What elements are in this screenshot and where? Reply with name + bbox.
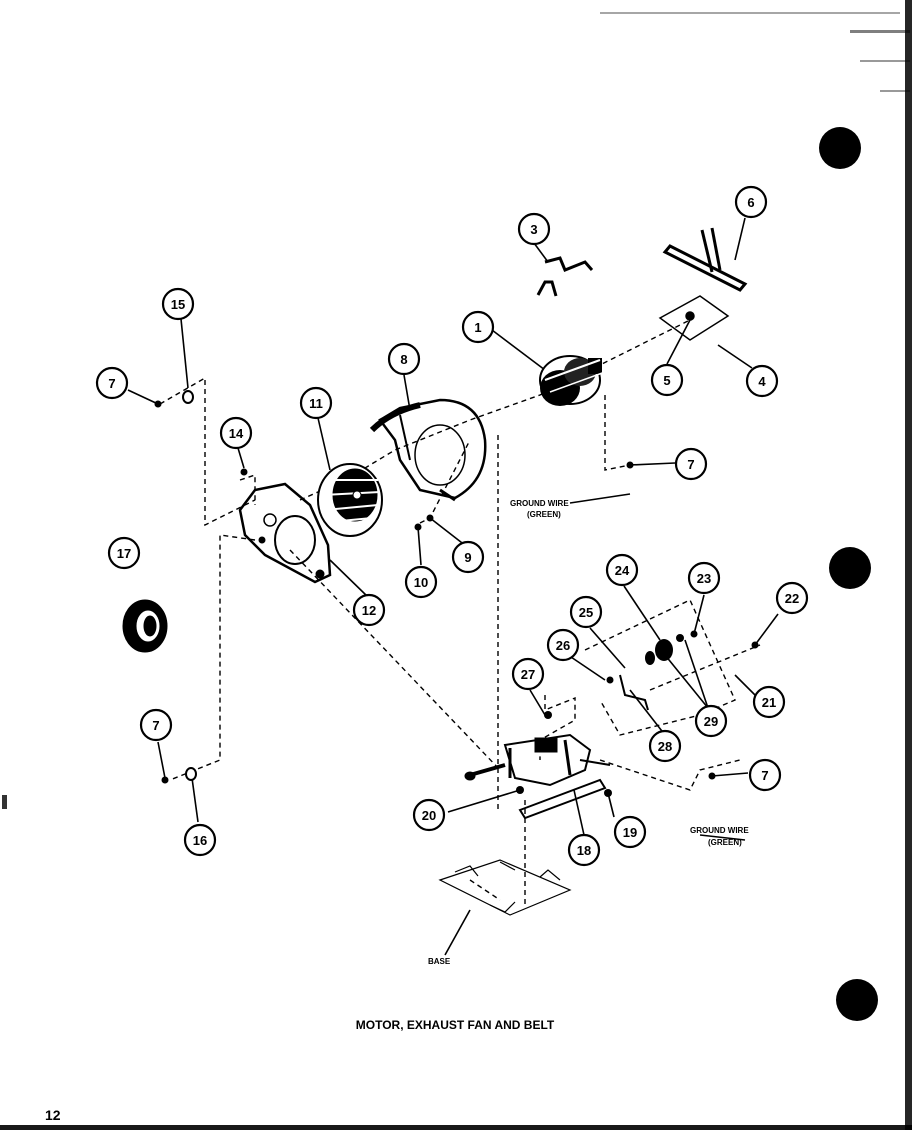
callout-label-7c: 7 (761, 768, 768, 783)
callout-18 (567, 833, 601, 867)
callout-23 (687, 561, 721, 595)
callout-7c (748, 758, 782, 792)
callout-label-10: 10 (414, 575, 428, 590)
callout-label-23: 23 (697, 571, 711, 586)
part-11-fan (317, 463, 383, 537)
binder-hole-top (819, 127, 861, 169)
part-4-bracket (658, 295, 730, 341)
leader-lines (127, 217, 779, 956)
callout-26 (546, 628, 580, 662)
callout-label-16: 16 (193, 833, 207, 848)
callout-label-20: 20 (422, 808, 436, 823)
callout-19 (613, 815, 647, 849)
ground-wire-lower-line1: GROUND WIRE (690, 826, 749, 835)
ground-wire-label-lower: GROUND WIRE (GREEN) (690, 826, 749, 847)
callout-label-29: 29 (704, 714, 718, 729)
callout-label-21: 21 (762, 695, 776, 710)
part-24-pulley (645, 639, 673, 665)
callouts (95, 185, 809, 867)
callout-labels: 1 3 6 15 7 5 4 8 11 14 7 9 10 17 12 24 2… (108, 195, 799, 858)
callout-label-25: 25 (579, 605, 593, 620)
page-number: 12 (45, 1107, 61, 1123)
callout-label-26: 26 (556, 638, 570, 653)
callout-15 (161, 287, 195, 321)
callout-28 (648, 729, 682, 763)
callout-label-24: 24 (615, 563, 630, 578)
callout-25 (569, 595, 603, 629)
callout-21 (752, 685, 786, 719)
callout-label-8: 8 (400, 352, 407, 367)
callout-label-9: 9 (464, 550, 471, 565)
callout-16 (183, 823, 217, 857)
callout-11 (299, 386, 333, 420)
callout-1 (461, 310, 495, 344)
callout-label-7a: 7 (108, 376, 115, 391)
callout-label-4: 4 (758, 374, 766, 389)
callout-label-27: 27 (521, 667, 535, 682)
part-switch-assembly (464, 733, 611, 820)
callout-12 (352, 593, 386, 627)
ground-wire-lower-line2: (GREEN) (708, 838, 742, 847)
ground-wire-upper-line2: (GREEN) (527, 510, 561, 519)
part-12-plate (238, 482, 332, 584)
callout-label-1: 1 (474, 320, 481, 335)
callout-20 (412, 798, 446, 832)
callout-label-12: 12 (362, 603, 376, 618)
part-6-belt (662, 227, 748, 292)
callout-27 (511, 657, 545, 691)
part-base (438, 859, 572, 916)
part-1-motor (539, 355, 606, 406)
callout-17 (107, 536, 141, 570)
callout-10 (404, 565, 438, 599)
callout-4 (745, 364, 779, 398)
part-17-ring (122, 599, 168, 653)
callout-7d (139, 708, 173, 742)
diagram-title: MOTOR, EXHAUST FAN AND BELT (356, 1018, 555, 1032)
callout-label-7b: 7 (687, 457, 694, 472)
callout-7b (674, 447, 708, 481)
callout-label-28: 28 (658, 739, 672, 754)
callout-22 (775, 581, 809, 615)
callout-9 (451, 540, 485, 574)
callout-14 (219, 416, 253, 450)
part-28-idler-arm (619, 674, 649, 711)
callout-label-22: 22 (785, 591, 799, 606)
binder-hole-bottom (836, 979, 878, 1021)
ground-wire-upper-line1: GROUND WIRE (510, 499, 569, 508)
callout-3 (517, 212, 551, 246)
ground-wire-label-upper: GROUND WIRE (GREEN) (510, 499, 569, 519)
callout-5 (650, 363, 684, 397)
callout-label-3: 3 (530, 222, 537, 237)
callout-label-14: 14 (229, 426, 244, 441)
part-3-clips (536, 256, 594, 297)
callout-29 (694, 704, 728, 738)
callout-7a (95, 366, 129, 400)
callout-6 (734, 185, 768, 219)
callout-8 (387, 342, 421, 376)
callout-24 (605, 553, 639, 587)
callout-label-7d: 7 (152, 718, 159, 733)
callout-label-5: 5 (663, 373, 670, 388)
binder-hole-middle (829, 547, 871, 589)
callout-label-18: 18 (577, 843, 591, 858)
callout-label-15: 15 (171, 297, 185, 312)
part-8-housing (369, 398, 487, 502)
callout-label-6: 6 (747, 195, 754, 210)
fasteners (154, 390, 759, 797)
callout-label-17: 17 (117, 546, 131, 561)
base-label: BASE (428, 957, 451, 966)
callout-label-19: 19 (623, 825, 637, 840)
callout-label-11: 11 (309, 396, 323, 411)
